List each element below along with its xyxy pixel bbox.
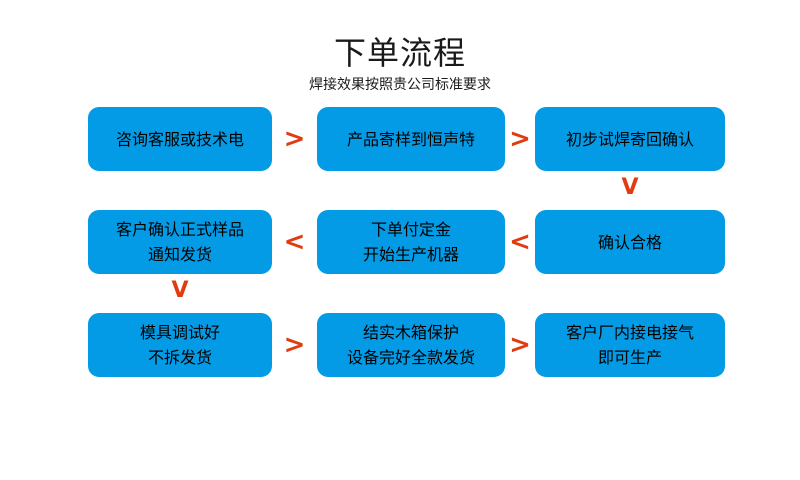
flow-node-line: 模具调试好: [139, 323, 220, 342]
arrow-down-icon: V: [621, 175, 639, 200]
flow-node-line: 结实木箱保护: [362, 323, 459, 342]
flow-node-3-1[interactable]: 模具调试好 不拆发货: [88, 313, 272, 377]
flow-diagram: 咨询客服或技术电 > 产品寄样到恒声特 > 初步试焊寄回确认 V 客户确认正式样…: [0, 107, 800, 377]
flow-node-line: 客户厂内接电接气: [565, 323, 694, 342]
flow-node-1-1[interactable]: 咨询客服或技术电: [88, 107, 272, 171]
flow-node-line: 通知发货: [147, 245, 212, 264]
arrow-right-icon: >: [509, 330, 531, 360]
flow-node-line: 确认合格: [597, 232, 662, 252]
arrow-right-icon: >: [283, 330, 306, 360]
flow-node-line: 设备完好全款发货: [346, 348, 475, 367]
flow-node-3-3[interactable]: 客户厂内接电接气 即可生产: [535, 313, 725, 377]
flow-row-2: 客户确认正式样品 通知发货 < 下单付定金 开始生产机器 < 确认合格 V: [0, 210, 800, 302]
flow-node-line: 咨询客服或技术电: [115, 129, 244, 149]
flow-node-line: 初步试焊寄回确认: [565, 129, 694, 149]
page-subtitle: 焊接效果按照贵公司标准要求: [309, 77, 491, 93]
flow-node-line: 即可生产: [597, 348, 662, 367]
flow-node-line: 客户确认正式样品: [115, 220, 244, 239]
flow-node-line: 下单付定金: [370, 220, 451, 239]
flow-node-2-2[interactable]: 下单付定金 开始生产机器: [317, 210, 505, 274]
flow-node-2-1[interactable]: 客户确认正式样品 通知发货: [88, 210, 272, 274]
flow-node-line: 开始生产机器: [362, 245, 459, 264]
page-title: 下单流程: [333, 34, 466, 72]
arrow-right-icon: >: [509, 124, 531, 154]
flow-row-3: 模具调试好 不拆发货 > 结实木箱保护 设备完好全款发货 > 客户厂内接电接气 …: [0, 313, 800, 377]
flow-node-line: 产品寄样到恒声特: [346, 129, 475, 149]
flow-node-1-2[interactable]: 产品寄样到恒声特: [317, 107, 505, 171]
flow-node-1-3[interactable]: 初步试焊寄回确认: [535, 107, 725, 171]
flow-node-3-2[interactable]: 结实木箱保护 设备完好全款发货: [317, 313, 505, 377]
arrow-left-icon: <: [283, 227, 306, 257]
arrow-right-icon: >: [283, 124, 306, 154]
arrow-left-icon: <: [509, 227, 531, 257]
flow-node-line: 不拆发货: [147, 348, 212, 367]
flow-node-2-3[interactable]: 确认合格: [535, 210, 725, 274]
arrow-down-icon: V: [171, 278, 189, 303]
flow-row-1: 咨询客服或技术电 > 产品寄样到恒声特 > 初步试焊寄回确认 V: [0, 107, 800, 199]
